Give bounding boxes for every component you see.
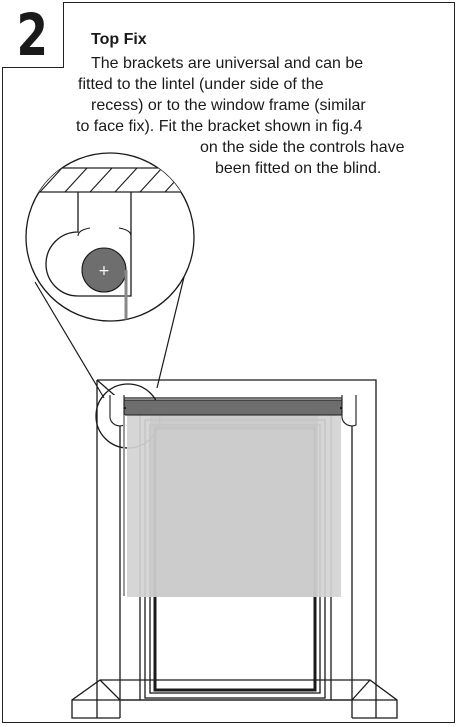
description-line-2: fitted to the lintel (under side of the bbox=[78, 76, 324, 93]
right-bracket bbox=[341, 395, 357, 427]
bracket-plus-symbol: + bbox=[98, 263, 110, 279]
description-line-4: to face fix). Fit the bracket shown in f… bbox=[76, 118, 363, 135]
step-number-box: 2 bbox=[2, 2, 64, 68]
description-line-5: on the side the controls have bbox=[200, 139, 405, 156]
description-line-1: The brackets are universal and can be bbox=[91, 55, 364, 72]
lintel bbox=[26, 167, 194, 193]
instruction-panel bbox=[2, 2, 455, 723]
step-number: 2 bbox=[16, 0, 49, 69]
bracket bbox=[45, 192, 132, 297]
section-title: Top Fix bbox=[91, 31, 147, 48]
bracket-detail-magnifier: + bbox=[25, 152, 195, 322]
description-line-3: recess) or to the window frame (similar bbox=[91, 97, 366, 114]
description-line-6: been fitted on the blind. bbox=[215, 160, 382, 177]
blind-roller bbox=[123, 399, 343, 416]
left-bracket bbox=[109, 395, 125, 427]
